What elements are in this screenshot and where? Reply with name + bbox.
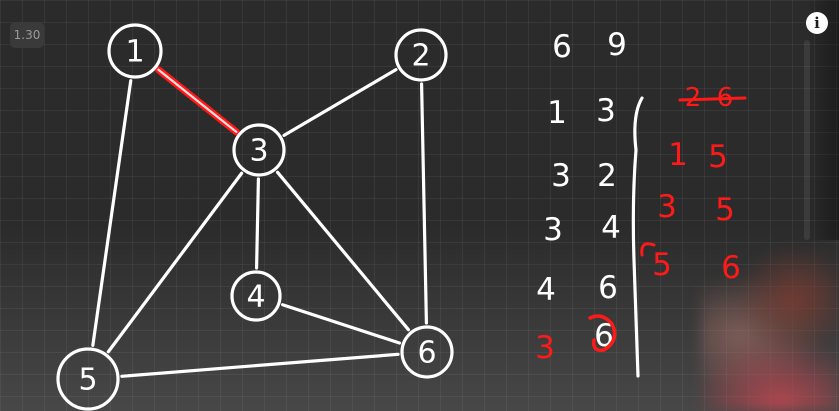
graph-edges (91, 66, 429, 378)
edge-1-5 (91, 79, 133, 347)
graph-node-3: 3 (232, 123, 286, 177)
query-1-b: 5 (715, 192, 735, 228)
node-label-1: 1 (125, 35, 144, 70)
edge-3-4 (254, 177, 261, 270)
edge-5-6 (120, 352, 400, 378)
table-row-2-v: 4 (601, 210, 621, 246)
edge-2-3 (282, 68, 398, 137)
query-0-a: 1 (668, 137, 688, 173)
table-row-0-v: 3 (596, 93, 616, 129)
right-shade (806, 0, 839, 240)
table-divider-line (631, 96, 644, 378)
table-row-4-u: 3 (535, 330, 555, 366)
query-1-a: 3 (657, 189, 677, 225)
table-row-2-u: 3 (543, 212, 563, 248)
node-circle-3 (232, 123, 286, 177)
node-label-5: 5 (78, 363, 97, 398)
node-label-4: 4 (246, 280, 265, 315)
edge-1-3 (157, 68, 238, 134)
edge-2-6 (419, 82, 429, 325)
node-circle-2 (394, 28, 448, 82)
node-label-6: 6 (417, 336, 436, 371)
struck-item-a: 2 (685, 83, 702, 113)
graph-node-2: 2 (394, 28, 448, 82)
graph-nodes: 1 2 3 4 5 6 (56, 23, 454, 411)
red-overwrite-mark (588, 314, 617, 353)
red-bracket-mark (640, 242, 656, 257)
strike-line (678, 96, 747, 102)
node-label-2: 2 (411, 39, 430, 74)
table-row-1-u: 3 (551, 158, 571, 194)
edge-table: 6 9 1 3 3 2 3 4 4 6 3 6 (535, 27, 644, 378)
graph-node-4: 4 (230, 270, 282, 322)
graph-node-6: 6 (400, 325, 454, 379)
node-label-3: 3 (249, 134, 268, 169)
table-row-0-u: 1 (547, 95, 567, 131)
zoom-level-badge[interactable]: 1.30 (10, 22, 44, 48)
node-circle-4 (230, 270, 282, 322)
table-row-1-v: 2 (597, 158, 617, 194)
table-row-3-u: 4 (536, 272, 556, 308)
node-circle-6 (400, 325, 454, 379)
graph-node-5: 5 (56, 347, 120, 411)
node-circle-5 (56, 347, 120, 411)
graph-node-1: 1 (107, 23, 163, 79)
info-icon[interactable]: i (806, 12, 828, 34)
node-circle-1 (107, 23, 163, 79)
query-0-b: 5 (708, 139, 728, 175)
query-2-b: 6 (721, 250, 741, 286)
table-header-n: 6 (552, 29, 572, 65)
presenter-video (700, 215, 839, 411)
table-row-3-v: 6 (598, 270, 618, 306)
table-header-m: 9 (607, 27, 627, 63)
edge-3-6 (275, 170, 411, 332)
query-list: 2 6 1 5 3 5 5 6 (640, 83, 747, 286)
vertical-scrollbar[interactable] (804, 40, 810, 240)
query-2-a: 5 (652, 247, 672, 283)
edge-4-6 (281, 303, 402, 345)
edge-3-5 (106, 171, 244, 354)
